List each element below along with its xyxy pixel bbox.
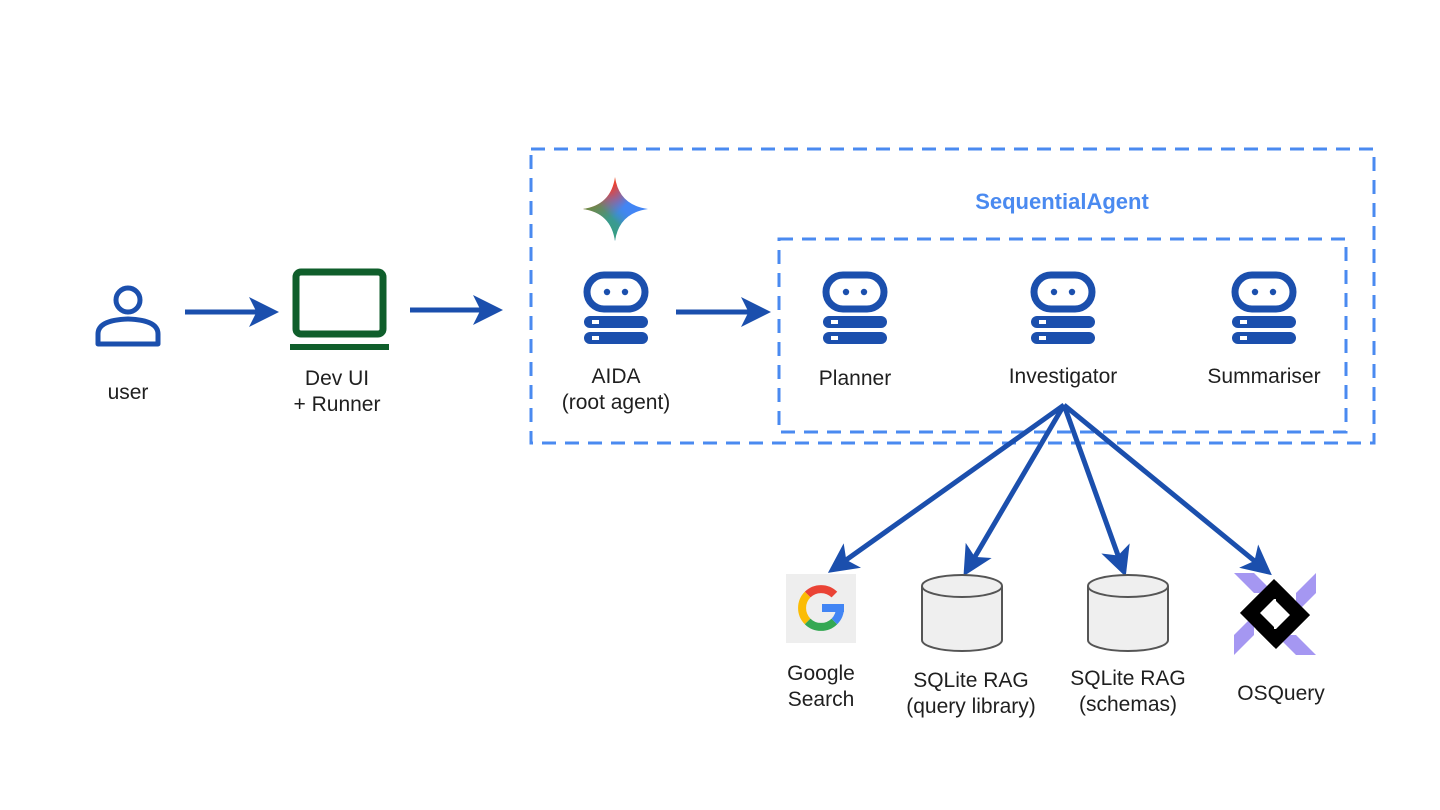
agent-icon [823,275,887,344]
aida-label-line1: AIDA [591,365,641,388]
root-agent-container [529,147,1376,445]
sqlite-query-library-label: SQLite RAG (query library) [906,668,1036,720]
sqlite-schemas-label-line1: SQLite RAG [1070,667,1186,690]
dev-ui-label-line1: Dev UI [304,367,370,390]
database-icon [921,574,1003,652]
person-icon [95,285,161,347]
sqlite-schemas-label-line2: (schemas) [1078,693,1178,716]
database-icon [1087,574,1169,652]
aida-label: AIDA (root agent) [562,364,671,416]
edge-investigator-to-sqlite-schemas [1061,404,1130,577]
sqlite-query-library-label-line2: (query library) [906,695,1036,718]
edge-investigator-to-google [827,402,1066,573]
agent-icon [1031,275,1095,344]
user-label: user [107,381,149,404]
gemini-sparkle-icon [583,177,648,241]
agent-icon [584,275,648,344]
google-search-label-line1: Google [787,662,855,685]
osquery-icon [1234,573,1316,655]
osquery-label: OSQuery [1237,682,1325,705]
sqlite-schemas-label: SQLite RAG (schemas) [1070,666,1186,718]
dev-ui-label-line2: + Runner [293,393,381,416]
edge-investigator-to-sqlite-query [963,403,1067,577]
agent-icon [1232,275,1296,344]
investigator-label: Investigator [1008,365,1118,388]
edge-investigator-to-osquery [1062,403,1272,576]
dev-ui-label: Dev UI + Runner [294,366,381,418]
summariser-label: Summariser [1207,365,1321,388]
aida-label-line2: (root agent) [561,391,671,414]
sequential-agent-title: SequentialAgent [975,189,1149,214]
google-search-label-line2: Search [787,688,855,711]
sqlite-query-library-label-line1: SQLite RAG [913,669,1029,692]
google-search-label: Google Search [787,661,855,713]
laptop-icon [290,268,389,350]
planner-label: Planner [818,367,892,390]
sequential-agent-container [777,237,1348,434]
google-g-icon [786,574,856,643]
